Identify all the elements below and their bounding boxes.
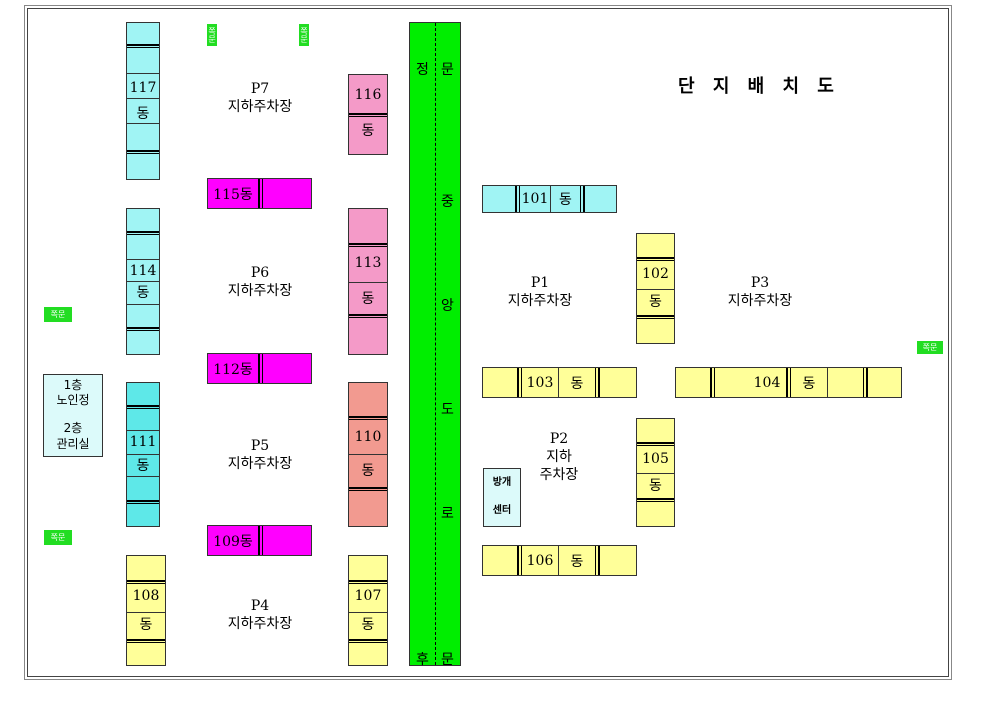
- parking-p2-name2: 주차장: [539, 467, 579, 483]
- road-label-char-4: 로: [441, 506, 454, 522]
- building-111-number: 111: [129, 434, 157, 450]
- road-main-gate-right: 문: [441, 62, 454, 78]
- building-105-number: 105: [642, 451, 669, 467]
- building-117-dong: 동: [136, 106, 150, 122]
- management-line3: 2층: [63, 421, 83, 435]
- parking-p4-code: P4: [250, 598, 270, 614]
- management-line4: 관리실: [56, 437, 90, 451]
- road-main-gate-left: 정: [416, 62, 429, 78]
- parking-p2-name1: 지하: [546, 449, 572, 465]
- building-117-number: 117: [129, 80, 157, 96]
- building-107[interactable]: 107 동: [348, 555, 388, 666]
- inner-frame: [27, 8, 949, 677]
- parking-p1: P1 지하주차장: [495, 274, 585, 310]
- parking-p4: P4 지하주차장: [215, 597, 305, 633]
- parking-p7-code: P7: [250, 81, 270, 97]
- building-115[interactable]: 115동: [207, 178, 312, 209]
- management-line2: 노인정: [56, 393, 90, 407]
- central-road: 정 문 중 앙 도 로 후 문: [409, 22, 461, 668]
- building-113[interactable]: 113 동: [348, 208, 388, 355]
- building-114-dong: 동: [136, 285, 150, 301]
- building-111[interactable]: 111 동: [126, 382, 160, 527]
- building-110-dong: 동: [361, 463, 375, 479]
- parking-p5: P5 지하주차장: [215, 437, 305, 473]
- building-116[interactable]: 116 동: [348, 74, 388, 155]
- building-114[interactable]: 114 동: [126, 208, 160, 355]
- parking-p6-code: P6: [250, 265, 270, 281]
- road-label-char-3: 도: [441, 402, 454, 418]
- road-back-gate-left: 후: [416, 652, 429, 668]
- map-title: 단 지 배 치 도: [678, 76, 840, 97]
- building-115-label: 115동: [213, 186, 253, 203]
- building-105-dong: 동: [649, 478, 662, 494]
- building-114-number: 114: [129, 263, 157, 279]
- building-103[interactable]: 103 동: [482, 367, 637, 398]
- management-building[interactable]: 1층 노인정 2층 관리실: [43, 374, 103, 457]
- building-105[interactable]: 105 동: [636, 418, 675, 527]
- building-116-dong: 동: [361, 123, 375, 139]
- community-center[interactable]: 방개 센터: [483, 468, 521, 527]
- building-113-dong: 동: [361, 291, 375, 307]
- building-108-number: 108: [132, 588, 160, 604]
- center-line1: 방개: [492, 477, 512, 488]
- building-108-dong: 동: [139, 617, 153, 633]
- outer-frame: [24, 5, 952, 680]
- parking-p2-code: P2: [549, 431, 569, 447]
- building-107-dong: 동: [361, 617, 375, 633]
- building-112[interactable]: 112동: [207, 353, 312, 384]
- management-line1: 1층: [63, 378, 83, 392]
- building-108[interactable]: 108 동: [126, 555, 166, 666]
- building-106-dong: 동: [558, 546, 595, 575]
- parking-p3: P3 지하주차장: [715, 274, 805, 310]
- building-101[interactable]: 101 동: [482, 185, 617, 213]
- parking-p7: P7 지하주차장: [215, 80, 305, 116]
- road-centerline: [435, 23, 436, 665]
- building-106-number: 106: [526, 552, 554, 569]
- building-103-number: 103: [526, 374, 554, 391]
- gate-left-b: 쪽문: [44, 530, 72, 545]
- parking-p4-name: 지하주차장: [227, 616, 293, 632]
- parking-p7-name: 지하주차장: [227, 99, 293, 115]
- parking-p3-name: 지하주차장: [727, 293, 793, 309]
- building-109[interactable]: 109동: [207, 525, 312, 556]
- building-106[interactable]: 106 동: [482, 545, 637, 576]
- building-103-dong: 동: [558, 368, 595, 397]
- building-102[interactable]: 102 동: [636, 233, 675, 344]
- road-label-char-1: 중: [441, 194, 454, 210]
- parking-p1-code: P1: [530, 275, 550, 291]
- building-110[interactable]: 110 동: [348, 382, 388, 527]
- building-102-number: 102: [642, 266, 669, 282]
- building-104-dong: 동: [802, 375, 816, 392]
- building-112-label: 112동: [213, 361, 253, 378]
- building-101-number: 101: [521, 191, 549, 207]
- building-104[interactable]: 104 동: [675, 367, 902, 398]
- building-107-number: 107: [354, 588, 382, 604]
- parking-p2: P2 지하 주차장: [524, 430, 594, 484]
- building-101-dong: 동: [550, 186, 580, 212]
- building-116-number: 116: [354, 87, 382, 103]
- parking-p3-code: P3: [750, 275, 770, 291]
- parking-p5-name: 지하주차장: [227, 456, 293, 472]
- center-line2: 센터: [492, 505, 512, 516]
- parking-p6: P6 지하주차장: [215, 264, 305, 300]
- building-109-label: 109동: [213, 533, 253, 550]
- building-102-dong: 동: [649, 294, 662, 310]
- building-111-dong: 동: [136, 458, 150, 474]
- road-label-char-2: 앙: [441, 298, 454, 314]
- road-back-gate-right: 문: [441, 652, 454, 668]
- building-110-number: 110: [354, 429, 382, 445]
- parking-p1-name: 지하주차장: [507, 293, 573, 309]
- parking-p6-name: 지하주차장: [227, 283, 293, 299]
- parking-p5-code: P5: [250, 438, 270, 454]
- gate-top-b: 쪽문: [299, 24, 309, 46]
- gate-top-a: 쪽문: [207, 24, 217, 46]
- building-113-number: 113: [354, 255, 382, 271]
- gate-left-a: 쪽문: [44, 307, 72, 322]
- building-117[interactable]: 117 동: [126, 22, 160, 180]
- gate-right: 쪽문: [917, 341, 943, 354]
- building-104-number: 104: [753, 374, 781, 391]
